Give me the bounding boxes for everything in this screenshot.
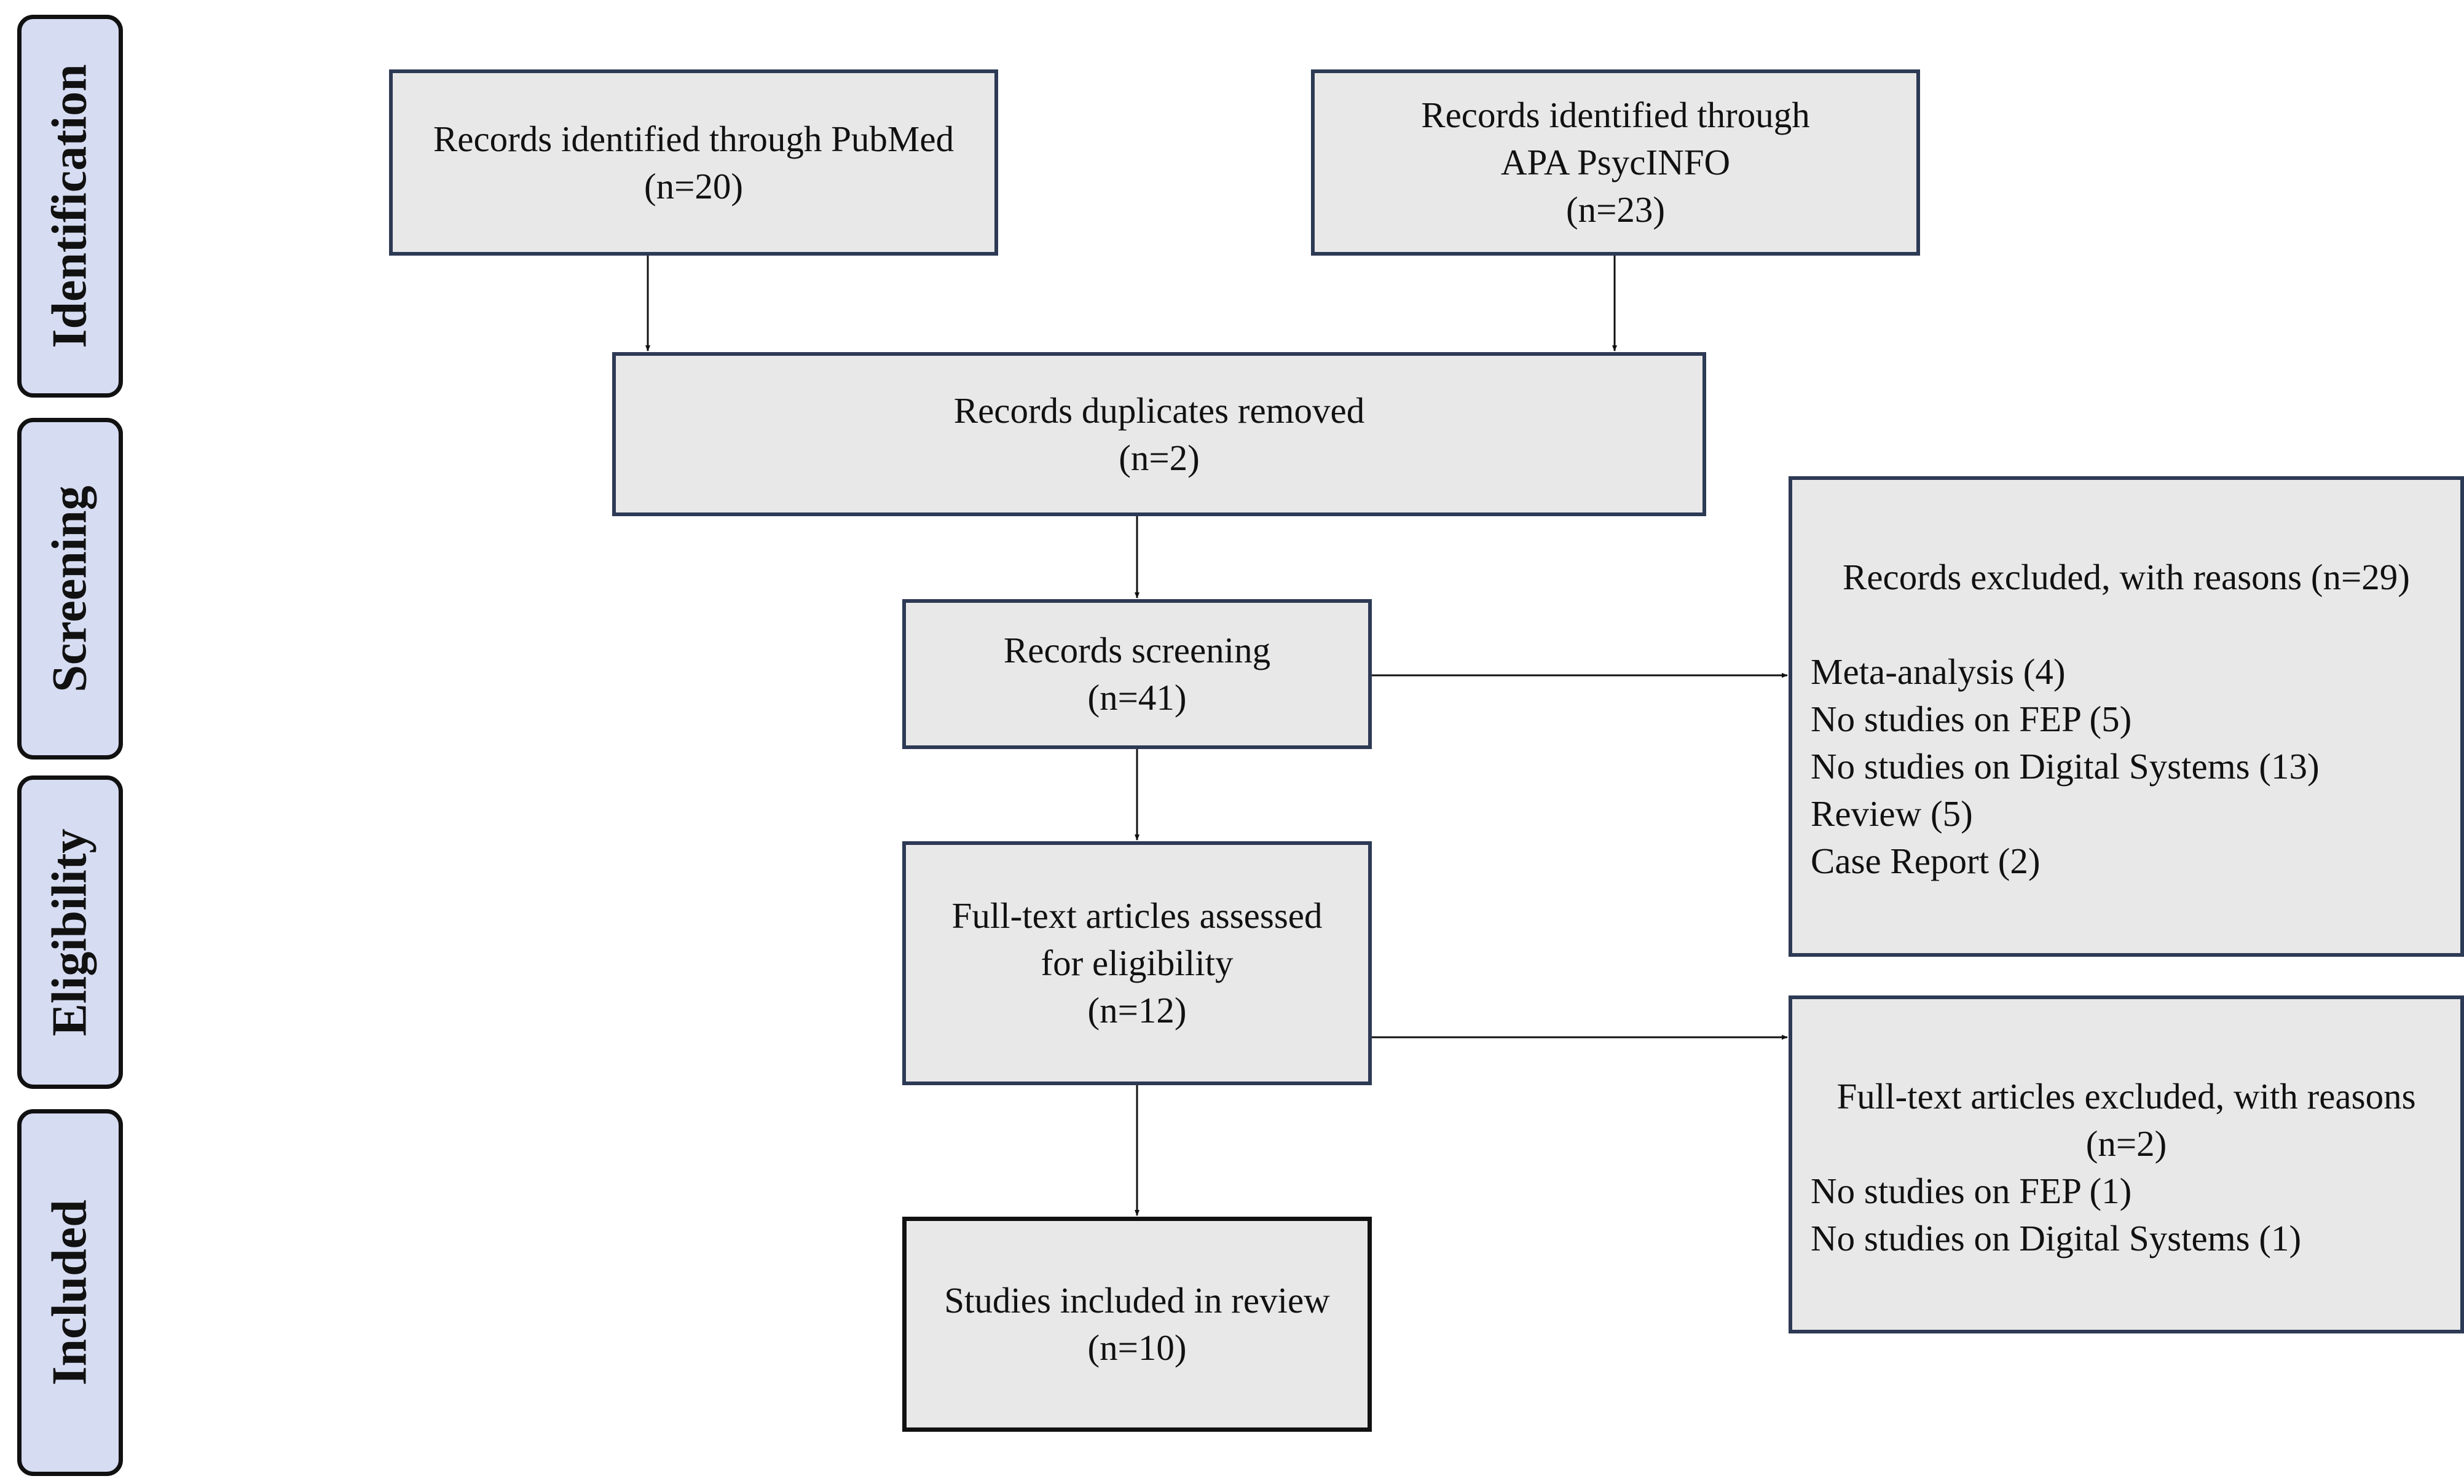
fulltext-assessed-label-1: Full-text articles assessed [951,895,1323,936]
pubmed-records-label: Records identified through PubMed [433,118,955,159]
fulltext-assessed-box: Full-text articles assessed for eligibil… [902,841,1372,1085]
excluded-reason-item: No studies on FEP (1) [1811,1171,2132,1211]
phase-included: Included [17,1109,123,1476]
psycinfo-records-label-1: Records identified through [1421,95,1810,135]
excluded-reason-item: Review (5) [1811,793,1973,834]
duplicates-removed-count: (n=2) [1119,437,1200,478]
records-screening-box: Records screening (n=41) [902,599,1372,749]
psycinfo-records-count: (n=23) [1565,189,1666,230]
records-excluded-box: Records excluded, with reasons (n=29) Me… [1789,476,2464,957]
duplicates-removed-label: Records duplicates removed [953,390,1365,431]
studies-included-count: (n=10) [1087,1327,1187,1368]
psycinfo-records-box: Records identified through APA PsycINFO … [1311,69,1920,256]
phase-eligibility: Eligibility [17,775,123,1089]
fulltext-assessed-count: (n=12) [1087,990,1187,1031]
pubmed-records-count: (n=20) [644,165,744,206]
duplicates-removed-box: Records duplicates removed (n=2) [612,352,1706,516]
phase-screening: Screening [17,418,123,760]
records-screening-label: Records screening [1003,630,1271,670]
studies-included-box: Studies included in review (n=10) [902,1217,1372,1432]
fulltext-excluded-heading-1: Full-text articles excluded, with reason… [1836,1076,2416,1117]
psycinfo-records-label-2: APA PsycINFO [1500,142,1731,183]
records-excluded-heading: Records excluded, with reasons (n=29) [1843,557,2410,597]
excluded-reason-item: Case Report (2) [1811,841,2041,881]
records-screening-count: (n=41) [1087,677,1187,718]
excluded-reason-item: No studies on FEP (5) [1811,699,2132,739]
fulltext-excluded-box: Full-text articles excluded, with reason… [1789,995,2464,1333]
excluded-reason-item: No studies on Digital Systems (13) [1811,746,2320,787]
pubmed-records-box: Records identified through PubMed (n=20) [389,69,998,256]
phase-identification: Identification [17,15,123,398]
excluded-reason-item: Meta-analysis (4) [1811,651,2066,692]
excluded-reason-item: No studies on Digital Systems (1) [1811,1218,2302,1258]
studies-included-label: Studies included in review [944,1280,1330,1321]
fulltext-excluded-heading-2: (n=2) [2085,1123,2167,1164]
fulltext-assessed-label-2: for eligibility [1041,943,1234,983]
